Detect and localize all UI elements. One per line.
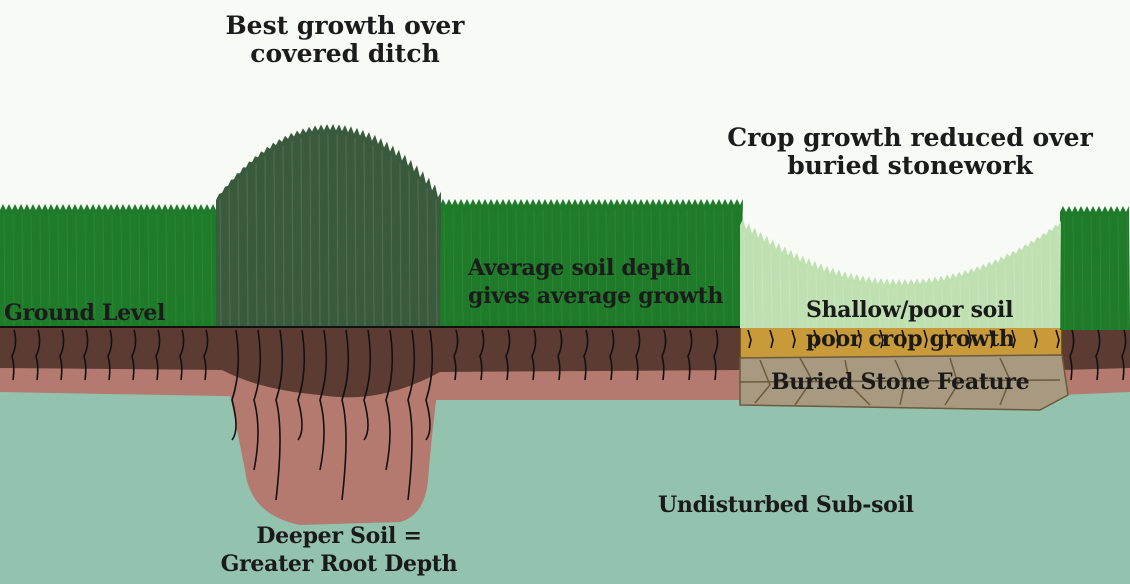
crop-best-over-ditch xyxy=(216,124,441,329)
crop-reduced-over-stone xyxy=(740,219,1061,329)
crop-average-left xyxy=(0,204,219,329)
shallow-soil-label-line-2: poor crop growth xyxy=(806,326,1015,352)
average-growth-label: Average soil depth gives average growth xyxy=(468,254,724,310)
ground-level-label: Ground Level xyxy=(4,300,166,326)
shallow-soil-label-line-1: Shallow/poor soil xyxy=(806,297,1014,323)
ditch-fill xyxy=(225,370,440,525)
ditch-title-line-2: covered ditch xyxy=(250,39,440,68)
stone-title-line-1: Crop growth reduced over xyxy=(727,123,1093,152)
crop-average-middle xyxy=(440,199,743,329)
stone-growth-title: Crop growth reduced over buried stonewor… xyxy=(705,124,1115,180)
crop-average-right xyxy=(1060,206,1130,331)
subsoil-label: Undisturbed Sub-soil xyxy=(658,492,914,518)
deeper-soil-label: Deeper Soil = Greater Root Depth xyxy=(218,522,460,578)
ditch-title-line-1: Best growth over xyxy=(225,11,465,40)
ditch-growth-title: Best growth over covered ditch xyxy=(214,12,476,68)
roots xyxy=(11,329,1127,501)
deeper-label-line-1: Deeper Soil = xyxy=(256,523,422,549)
average-label-line-1: Average soil depth xyxy=(468,255,691,281)
average-label-line-2: gives average growth xyxy=(468,283,724,309)
buried-stone-feature xyxy=(739,354,1069,411)
undisturbed-subsoil-layer xyxy=(0,385,1130,584)
deeper-label-line-2: Greater Root Depth xyxy=(220,551,458,577)
stone-title-line-2: buried stonework xyxy=(787,151,1033,180)
topsoil-band-right xyxy=(1062,330,1130,370)
buried-stone-label: Buried Stone Feature xyxy=(771,369,1030,395)
